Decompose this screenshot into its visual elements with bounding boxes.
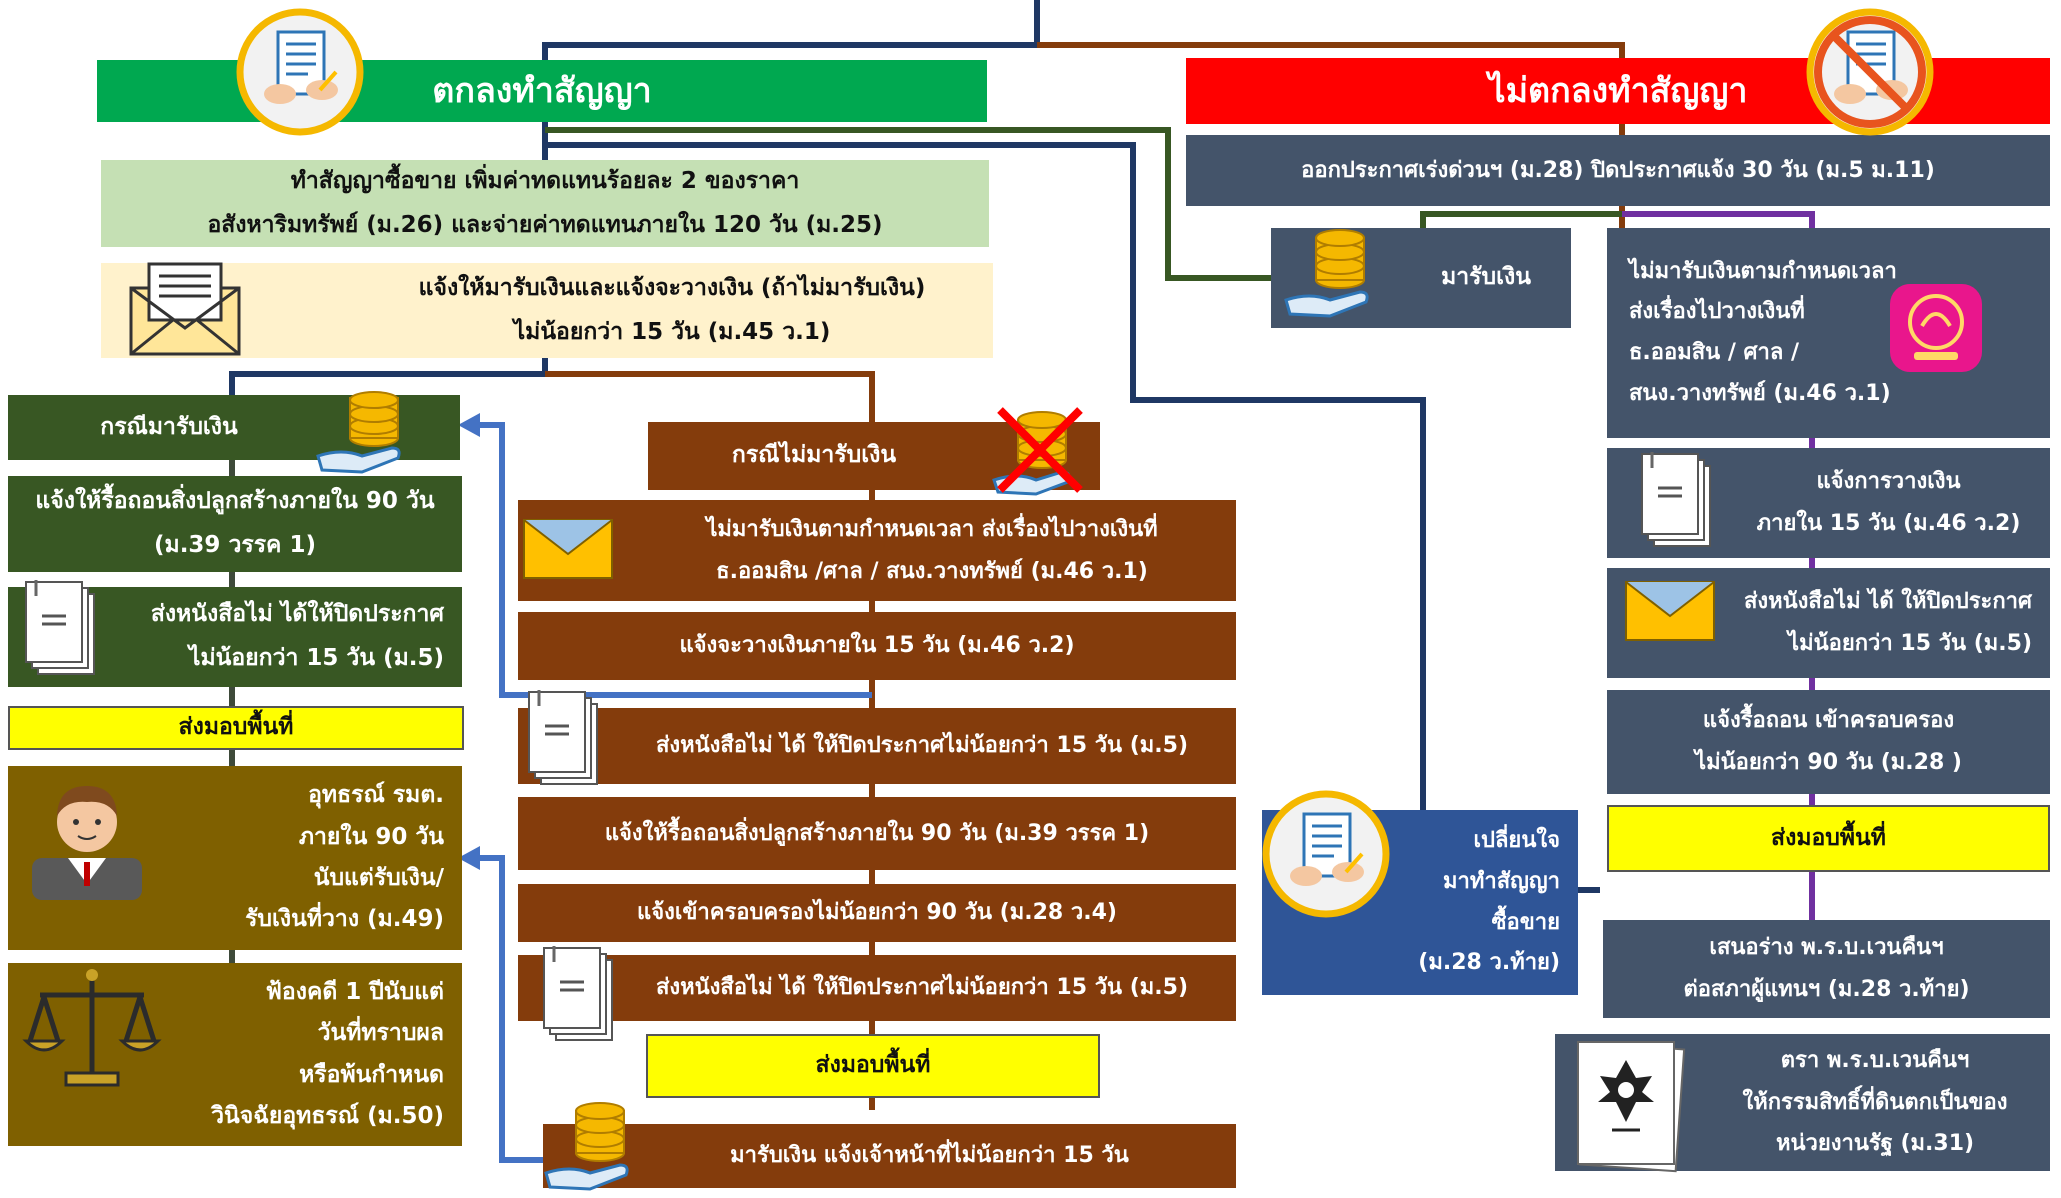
- garuda-document-icon: [1577, 1041, 1686, 1173]
- change-mind-box: เปลี่ยนใจ มาทำสัญญา ซื้อขาย (ม.28 ว.ท้าย…: [1262, 810, 1578, 995]
- gsb-logo-icon: [1890, 284, 1982, 372]
- case-not-receive-step2: แจ้งจะวางเงินภายใน 15 วัน (ม.46 ว.2): [518, 612, 1236, 680]
- no-contract-icon: [1806, 8, 1934, 136]
- case-not-receive-step3: ส่งหนังสือไม่ ได้ ให้ปิดประกาศไม่น้อยกว่…: [518, 708, 1236, 784]
- case-receive-handover: ส่งมอบพื้นที่: [8, 706, 464, 750]
- agree-header: ตกลงทำสัญญา: [97, 60, 987, 122]
- person-icon: [32, 786, 142, 900]
- coins-hand-icon: [316, 391, 401, 474]
- disagree-handover: ส่งมอบพื้นที่: [1607, 805, 2050, 872]
- case-not-receive-handover: ส่งมอบพื้นที่: [646, 1034, 1100, 1098]
- contract-icon: [1262, 790, 1390, 918]
- document-stack-icon: [528, 690, 598, 785]
- agree-notify: แจ้งให้มารับเงินและแจ้งจะวางเงิน (ถ้าไม่…: [101, 263, 993, 358]
- receive-later-box: มารับเงิน แจ้งเจ้าหน้าที่ไม่น้อยกว่า 15 …: [543, 1124, 1236, 1188]
- envelope-icon: [523, 519, 613, 579]
- coins-crossed-icon: [992, 407, 1083, 496]
- document-stack-icon: [25, 580, 95, 675]
- case-not-receive-step5: แจ้งเข้าครอบครองไม่น้อยกว่า 90 วัน (ม.28…: [518, 884, 1236, 942]
- propose-bill-box: เสนอร่าง พ.ร.บ.เวนคืนฯ ต่อสภาผู้แทนฯ (ม.…: [1603, 920, 2050, 1018]
- scales-icon: [22, 969, 162, 1087]
- case-not-receive-step4: แจ้งให้รื้อถอนสิ่งปลูกสร้างภายใน 90 วัน …: [518, 797, 1236, 870]
- envelope-icon: [1625, 581, 1715, 641]
- coins-hand-icon: [1284, 229, 1369, 318]
- urgent-notice-box: ออกประกาศเร่งด่วนฯ (ม.28) ปิดประกาศแจ้ง …: [1186, 135, 2050, 206]
- case-receive-step1: แจ้งให้รื้อถอนสิ่งปลูกสร้างภายใน 90 วัน …: [8, 476, 462, 572]
- envelope-icon: [129, 262, 241, 356]
- document-stack-icon: [1641, 452, 1711, 547]
- demolish-box: แจ้งรื้อถอน เข้าครอบครอง ไม่น้อยกว่า 90 …: [1607, 690, 2050, 794]
- case-not-receive-step1: ไม่มารับเงินตามกำหนดเวลา ส่งเรื่องไปวางเ…: [518, 500, 1236, 601]
- document-stack-icon: [543, 946, 613, 1041]
- agree-intro: ทำสัญญาซื้อขาย เพิ่มค่าทดแทนร้อยละ 2 ของ…: [101, 160, 989, 247]
- coins-hand-icon: [544, 1102, 629, 1191]
- case-not-receive-step6: ส่งหนังสือไม่ ได้ ให้ปิดประกาศไม่น้อยกว่…: [518, 955, 1236, 1021]
- contract-icon: [236, 8, 364, 136]
